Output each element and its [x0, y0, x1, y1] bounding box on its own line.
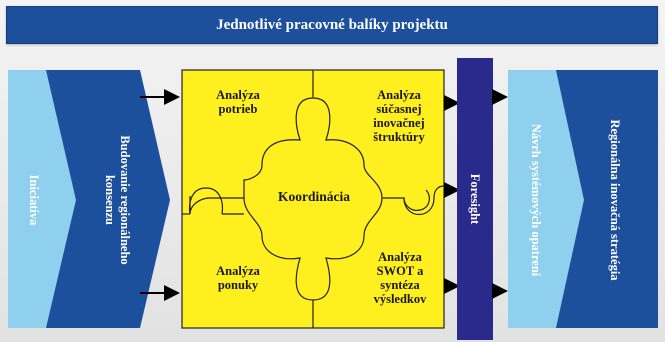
diagram-title: Jednotlivé pracovné balíky projektu: [6, 6, 658, 44]
proposal-text: Návrh systémových opatrení: [529, 123, 544, 277]
left-knob: [188, 187, 224, 215]
strategy-chevron: [556, 70, 658, 328]
structure-line3: inovačnej: [373, 116, 425, 130]
right-knob: [403, 185, 445, 215]
coordination-label: Koordinácia: [277, 189, 350, 204]
coordination-piece: [189, 70, 430, 328]
initiative-shape: [8, 70, 78, 328]
swot-line1: Analýza: [378, 250, 422, 264]
puzzle-frame: [181, 69, 445, 329]
offer-line1: Analýza: [216, 264, 260, 278]
needs-label: Analýza potrieb: [208, 88, 268, 116]
consensus-label: Budovanie regionálneho konsenzu: [101, 125, 133, 275]
consensus-line1: Budovanie regionálneho: [118, 135, 132, 265]
foresight-bar: [457, 58, 493, 340]
offer-label: Analýza ponuky: [208, 264, 268, 292]
structure-line1: Analýza: [377, 88, 421, 102]
structure-line2: súčasnej: [376, 102, 422, 116]
needs-line2: potrieb: [218, 102, 258, 116]
foresight-label: Foresight: [466, 159, 484, 239]
structure-label: Analýza súčasnej inovačnej štruktúry: [364, 88, 434, 144]
consensus-chevron: [46, 70, 170, 328]
swot-line2: SWOT a: [376, 264, 424, 278]
initiative-label: Iniciatíva: [25, 140, 43, 260]
swot-label: Analýza SWOT a syntéza výsledkov: [360, 250, 440, 306]
offer-line2: ponuky: [217, 278, 259, 292]
needs-line1: Analýza: [216, 88, 260, 102]
swot-line3: syntéza: [380, 278, 420, 292]
strategy-label: Regionálna inovačná stratégia: [606, 110, 624, 290]
initiative-text: Iniciatíva: [27, 174, 42, 226]
consensus-line2: konsenzu: [103, 174, 117, 226]
swot-line4: výsledkov: [373, 292, 427, 306]
strategy-text: Regionálna inovačná stratégia: [608, 119, 623, 281]
foresight-text: Foresight: [468, 173, 483, 225]
proposal-label: Návrh systémových opatrení: [527, 115, 545, 285]
proposal-shape: [508, 70, 590, 328]
structure-line4: štruktúry: [373, 130, 425, 144]
